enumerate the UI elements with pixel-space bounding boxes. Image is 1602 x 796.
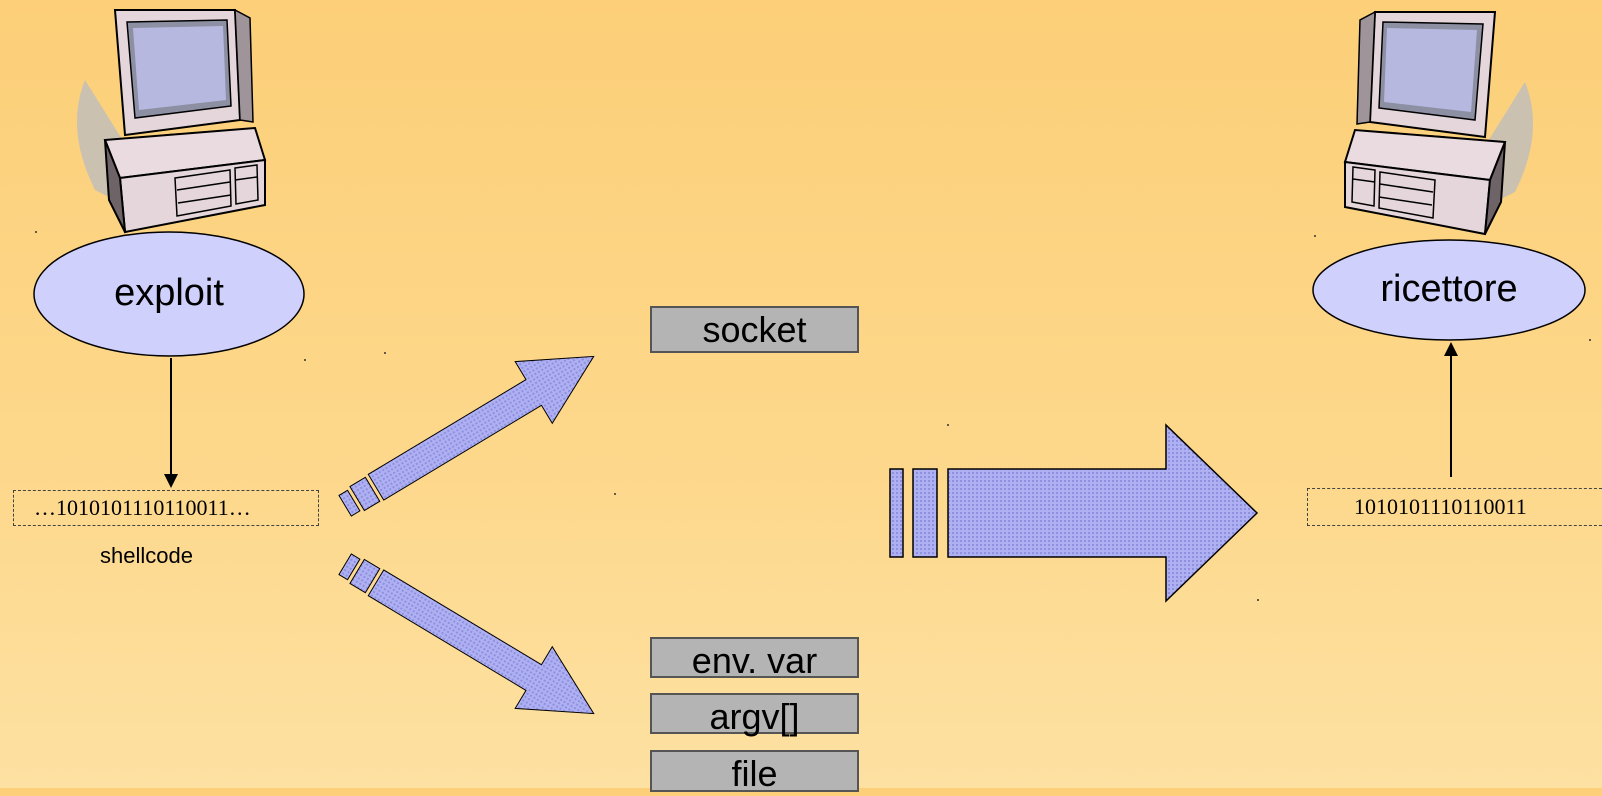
exploit-ellipse <box>33 231 305 357</box>
env-var-box: env. var <box>650 637 859 681</box>
computer-icon <box>76 9 266 233</box>
up-arrowhead <box>1444 342 1458 356</box>
argv-box: argv[] <box>650 693 859 737</box>
ricettore-label: ricettore <box>1380 268 1518 310</box>
shellcode-binary-left: …1010101110110011… <box>13 490 319 526</box>
big-block-arrow <box>889 423 1259 603</box>
socket-box: socket <box>650 306 859 353</box>
ricettore-ellipse <box>1312 239 1586 341</box>
exploit-label: exploit <box>114 272 224 314</box>
file-box: file <box>650 750 859 794</box>
lower-block-arrow <box>338 553 595 715</box>
computer-icon <box>1344 11 1534 235</box>
specks <box>35 231 1591 601</box>
upper-block-arrow <box>338 355 595 517</box>
down-arrowhead <box>164 474 178 488</box>
shellcode-caption: shellcode <box>100 543 193 568</box>
shellcode-binary-right: 1010101110110011 <box>1307 488 1602 526</box>
